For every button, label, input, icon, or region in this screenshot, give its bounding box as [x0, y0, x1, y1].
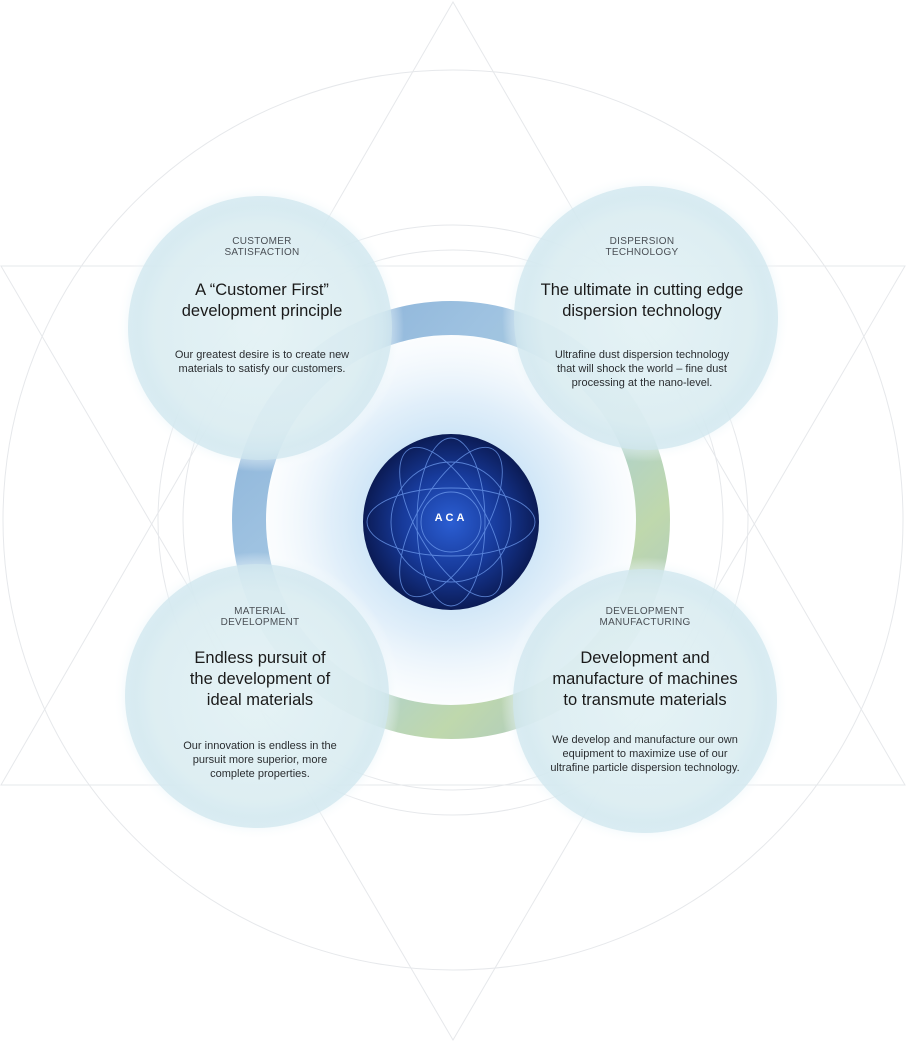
bubbles	[113, 174, 790, 845]
node-description: Ultrafine dust dispersion technology tha…	[554, 349, 730, 389]
node-description: Our innovation is endless in the pursuit…	[183, 740, 337, 780]
node-description: Our greatest desire is to create new mat…	[174, 349, 350, 375]
node-description: We develop and manufacture our own equip…	[550, 734, 740, 774]
node-heading: Development and manufacture of machines …	[552, 649, 738, 709]
node-category: CUSTOMER SATISFACTION	[224, 236, 300, 258]
node-development-manufacturing: DEVELOPMENT MANUFACTURING Development an…	[515, 606, 775, 775]
center-label: ACA	[434, 512, 468, 524]
main-ring	[232, 301, 670, 739]
node-dispersion-technology: DISPERSION TECHNOLOGY The ultimate in cu…	[512, 236, 772, 390]
node-heading: A “Customer First” development principle	[181, 281, 343, 320]
node-category: DEVELOPMENT MANUFACTURING	[599, 606, 691, 628]
node-customer-satisfaction: CUSTOMER SATISFACTION A “Customer First”…	[132, 236, 392, 376]
node-category: MATERIAL DEVELOPMENT	[220, 606, 300, 628]
node-material-development: MATERIAL DEVELOPMENT Endless pursuit of …	[130, 606, 390, 781]
node-category: DISPERSION TECHNOLOGY	[605, 236, 679, 258]
node-heading: The ultimate in cutting edge dispersion …	[540, 281, 744, 320]
aca-core	[363, 434, 539, 610]
node-heading: Endless pursuit of the development of id…	[189, 649, 331, 709]
